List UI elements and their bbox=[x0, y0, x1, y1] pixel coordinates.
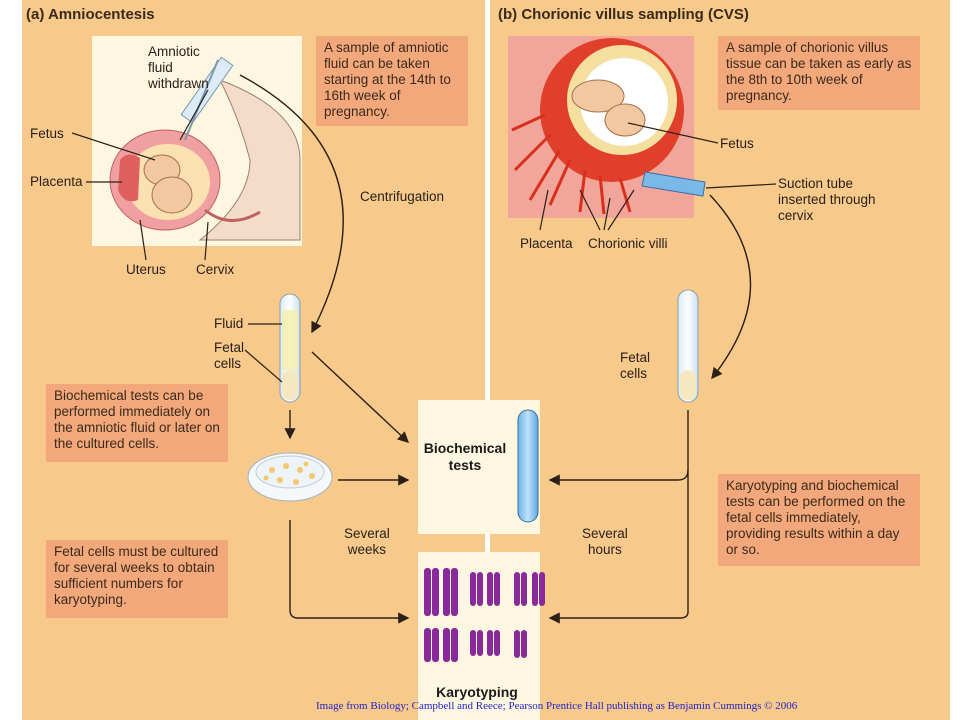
fetal-cells-label-a: Fetal cells bbox=[214, 340, 245, 371]
several-hours-label: Several hours bbox=[582, 526, 628, 557]
amniotic-fluid-label: Amniotic fluid withdrawn bbox=[148, 44, 209, 91]
fetus-label-a: Fetus bbox=[30, 126, 64, 141]
cvs-cell-tube bbox=[677, 289, 699, 403]
flow-arrows bbox=[239, 74, 752, 624]
panel-b-title: (b) Chorionic villus sampling (CVS) bbox=[498, 6, 749, 23]
biochemical-tests-label: Biochemical tests bbox=[423, 440, 507, 473]
amnio-sample-note: A sample of amniotic fluid can be taken … bbox=[316, 36, 468, 126]
image-credit: Image from Biology; Campbell and Reece; … bbox=[316, 700, 798, 712]
cvs-sample-note: A sample of chorionic villus tissue can … bbox=[718, 36, 920, 110]
centrifugation-label: Centrifugation bbox=[360, 189, 445, 204]
cvs-illustration bbox=[511, 38, 706, 215]
culture-dish bbox=[247, 452, 333, 502]
fetal-cells-label-b: Fetal cells bbox=[620, 350, 651, 381]
cervix-label: Cervix bbox=[196, 262, 235, 277]
karyotyping-label: Karyotyping bbox=[436, 684, 518, 700]
suction-tube-label: Suction tube inserted through cervix bbox=[778, 176, 876, 223]
chorionic-villi-label: Chorionic villi bbox=[588, 236, 668, 251]
karyotype-chromosomes bbox=[424, 568, 545, 662]
amnio-culture-note: Fetal cells must be cultured for several… bbox=[46, 540, 228, 618]
fetus-label-b: Fetus bbox=[720, 136, 754, 151]
amnio-biochem-note: Biochemical tests can be performed immed… bbox=[46, 384, 228, 462]
amniotic-fluid-tube bbox=[279, 293, 301, 403]
leader-lines bbox=[71, 89, 777, 383]
uterus-label: Uterus bbox=[126, 262, 166, 277]
amniocentesis-illustration bbox=[109, 56, 301, 241]
biochemical-test-tube bbox=[517, 409, 539, 523]
panel-a-title: (a) Amniocentesis bbox=[26, 6, 155, 23]
several-weeks-label: Several weeks bbox=[344, 526, 390, 557]
placenta-label-b: Placenta bbox=[520, 236, 573, 251]
fluid-label: Fluid bbox=[214, 316, 244, 331]
cvs-karyo-note: Karyotyping and biochemical tests can be… bbox=[718, 474, 920, 566]
placenta-label-a: Placenta bbox=[30, 174, 83, 189]
